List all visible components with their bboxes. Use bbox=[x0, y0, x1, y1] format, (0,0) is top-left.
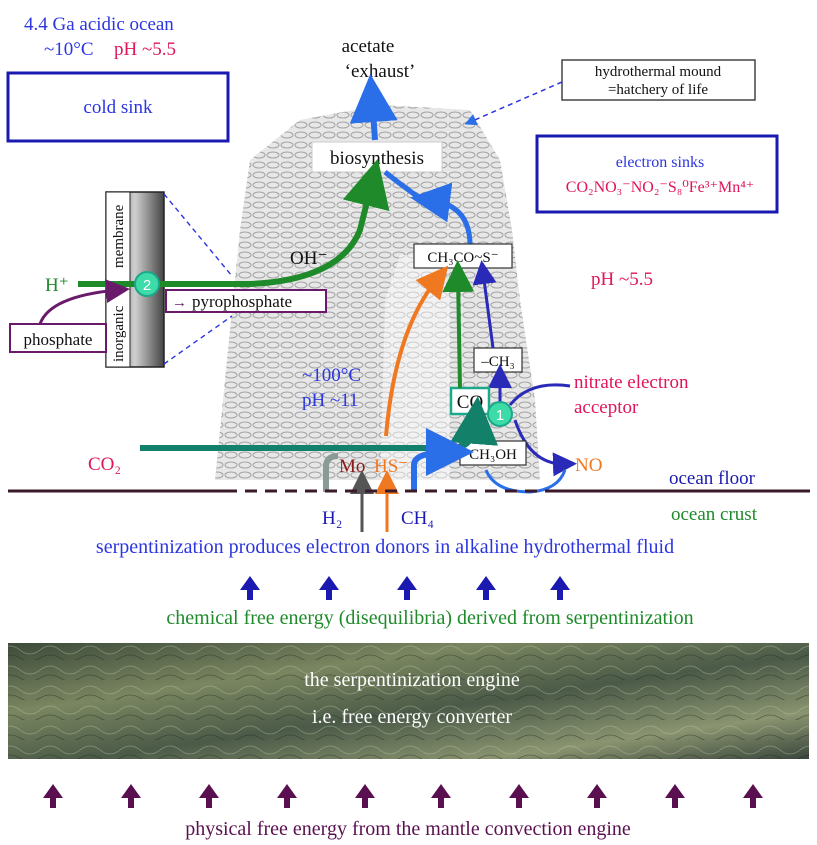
engine-label-2: i.e. free energy converter bbox=[312, 706, 512, 728]
pyrophosphate-box bbox=[165, 289, 327, 313]
hydrogen-flow-arrow bbox=[323, 453, 339, 492]
phosphate-label: phosphate bbox=[24, 330, 93, 349]
acetate-label: acetate bbox=[342, 36, 395, 57]
ocean-floor-label: ocean floor bbox=[669, 468, 756, 489]
up-arrow-purple bbox=[199, 784, 219, 808]
ocean-crust-label: ocean crust bbox=[671, 504, 758, 525]
mantle-energy-label: physical free energy from the mantle con… bbox=[185, 818, 631, 840]
membrane-label-1: inorganic bbox=[111, 305, 127, 362]
ch4-label: CH₄ bbox=[401, 508, 434, 529]
mound-label-1: hydrothermal mound bbox=[595, 64, 722, 80]
up-arrow-blue bbox=[550, 576, 570, 600]
acetyl-blue-arc bbox=[410, 182, 473, 246]
h-plus-label: H⁺ bbox=[45, 275, 69, 296]
methanol-label: CH₃OH bbox=[469, 447, 517, 463]
acetyl-label: CH₃CO~S⁻ bbox=[427, 250, 498, 266]
up-arrow-purple bbox=[665, 784, 685, 808]
mo-label: Mo bbox=[339, 456, 365, 477]
up-arrow-purple bbox=[587, 784, 607, 808]
electron-sinks-formula: CO₂NO₃⁻NO₂⁻S₈⁰Fe³⁺Mn⁴⁺ bbox=[566, 179, 754, 196]
up-arrow-blue bbox=[240, 576, 260, 600]
engine-label-1: the serpentinization engine bbox=[304, 669, 520, 691]
up-arrow-purple bbox=[431, 784, 451, 808]
chemical-energy-label: chemical free energy (disequilibria) der… bbox=[166, 607, 693, 629]
methyl-label: –CH₃ bbox=[480, 354, 515, 370]
up-arrow-blue bbox=[397, 576, 417, 600]
mound-label-2: =hatchery of life bbox=[608, 82, 708, 98]
up-arrow-purple bbox=[121, 784, 141, 808]
purple-arrow-row bbox=[43, 784, 763, 808]
no-label: NO bbox=[575, 455, 602, 476]
nitrate-to-no-arrow bbox=[513, 419, 577, 477]
membrane-label-2: membrane bbox=[111, 204, 127, 268]
cold-sink-label: cold sink bbox=[83, 97, 153, 118]
node-2-label: 2 bbox=[143, 277, 151, 294]
ocean-ph-label: pH ~5.5 bbox=[114, 39, 176, 60]
phosphate-flow-arrow bbox=[38, 279, 130, 325]
up-arrow-purple bbox=[277, 784, 297, 808]
mound-box bbox=[561, 59, 756, 101]
up-arrow-purple bbox=[43, 784, 63, 808]
methyl-to-acetyl-arrow bbox=[472, 260, 497, 349]
membrane-zoom-line-top bbox=[163, 193, 233, 277]
serpentinization-label: serpentinization produces electron donor… bbox=[96, 536, 674, 558]
up-arrow-purple bbox=[743, 784, 763, 808]
up-arrow-blue bbox=[476, 576, 496, 600]
cold-sink-box bbox=[6, 71, 230, 143]
sulfide-flow-arrow bbox=[384, 265, 449, 437]
ocean-temp-label: ~10°C bbox=[44, 39, 94, 60]
hydroxide-label: OH⁻ bbox=[290, 248, 327, 269]
hs-label: HS⁻ bbox=[374, 456, 408, 477]
node-2-marker bbox=[134, 271, 160, 297]
electron-sinks-box bbox=[535, 134, 779, 214]
co-to-acetyl-arrow bbox=[442, 260, 475, 389]
up-arrow-blue bbox=[319, 576, 339, 600]
engine-texture bbox=[8, 643, 809, 759]
node-1-label: 1 bbox=[496, 407, 504, 424]
nitrate-label-2: acceptor bbox=[574, 397, 639, 418]
nitrate-arc bbox=[508, 383, 571, 406]
proton-flow-arrow bbox=[78, 158, 390, 287]
vent-temp-label: ~100°C bbox=[302, 365, 361, 386]
pyrophosphate-arrow-glyph: → bbox=[172, 294, 187, 311]
acetate-flow-arrow bbox=[349, 74, 398, 141]
ph-right-label: pH ~5.5 bbox=[591, 269, 653, 290]
h2-label: H₂ bbox=[322, 508, 342, 529]
pyrophosphate-label: pyrophosphate bbox=[192, 292, 292, 311]
membrane-zoom-line-bottom bbox=[163, 315, 233, 365]
up-arrow-purple bbox=[355, 784, 375, 808]
phosphate-box bbox=[9, 323, 107, 353]
co-label: CO bbox=[457, 392, 483, 413]
up-arrow-purple bbox=[509, 784, 529, 808]
electron-sinks-title: electron sinks bbox=[616, 154, 704, 171]
exhaust-label: ‘exhaust’ bbox=[345, 61, 416, 82]
blue-arrow-row bbox=[240, 576, 570, 600]
nitrate-label-1: nitrate electron bbox=[574, 372, 689, 393]
ocean-age-label: 4.4 Ga acidic ocean bbox=[24, 14, 174, 35]
vent-ph-label: pH ~11 bbox=[302, 390, 359, 411]
biosynthesis-label: biosynthesis bbox=[330, 148, 424, 169]
co2-label: CO₂ bbox=[88, 454, 121, 475]
mound-pointer bbox=[464, 81, 563, 126]
methane-flow-arrow bbox=[411, 428, 474, 492]
